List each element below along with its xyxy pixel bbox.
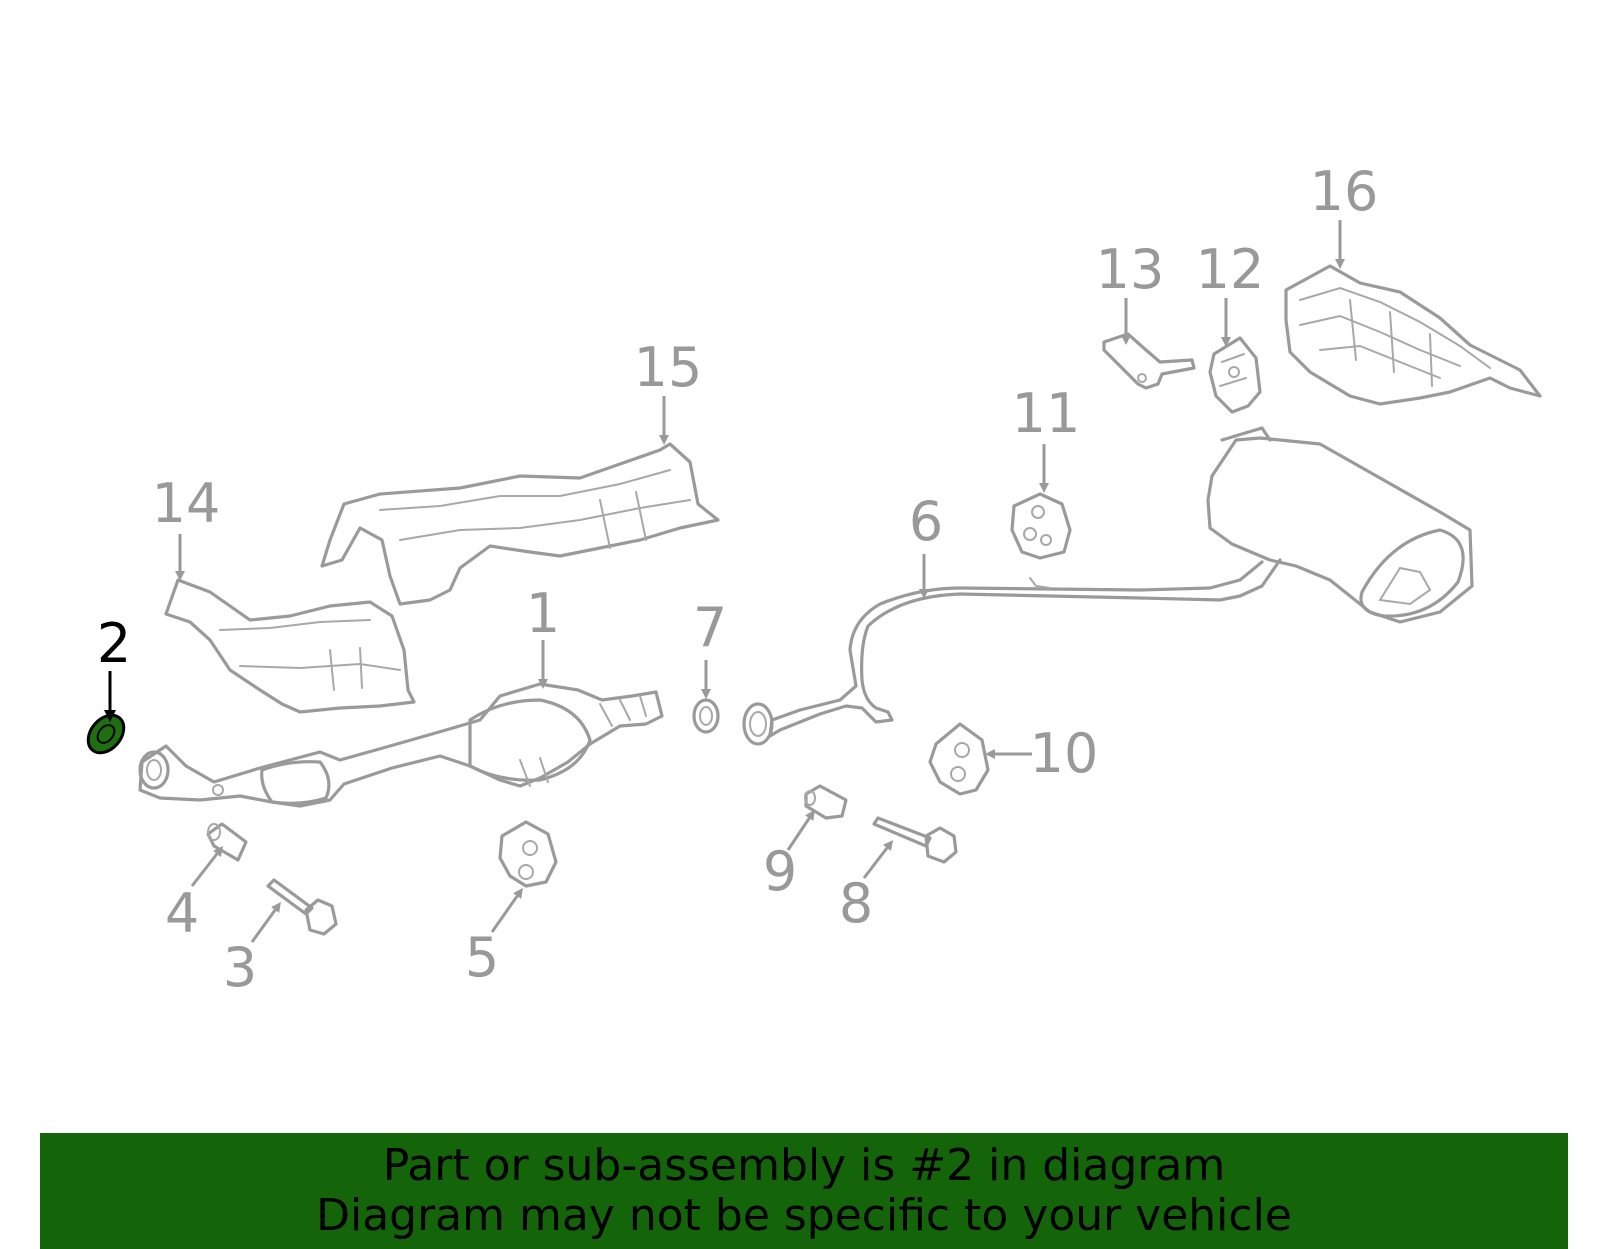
part-1-exhaust-pipe-converter[interactable] — [138, 682, 664, 808]
callout-15: 15 — [634, 336, 703, 399]
leader-lines — [104, 220, 1345, 943]
callout-6: 6 — [909, 490, 943, 553]
callout-4: 4 — [165, 882, 199, 945]
part-16-rear-heat-insulator[interactable] — [1284, 264, 1542, 406]
callout-labels: 1 2 3 4 5 6 7 8 9 10 11 12 13 14 15 16 — [97, 160, 1379, 999]
part-11-hanger-insulator[interactable] — [1010, 492, 1072, 560]
callout-9: 9 — [763, 840, 797, 903]
callout-5: 5 — [465, 926, 499, 989]
callout-2: 2 — [97, 612, 131, 675]
callout-3: 3 — [223, 936, 257, 999]
callout-7: 7 — [693, 596, 727, 659]
part-9-nut[interactable] — [804, 784, 848, 820]
callout-13: 13 — [1096, 238, 1165, 301]
part-10-hanger-insulator[interactable] — [928, 722, 990, 796]
callout-16: 16 — [1310, 160, 1379, 223]
callout-12: 12 — [1196, 238, 1265, 301]
part-7-gasket[interactable] — [692, 698, 720, 734]
part-13-hanger-bracket[interactable] — [1102, 332, 1196, 390]
part-3-bolt[interactable] — [266, 878, 338, 936]
part-5-hanger-insulator[interactable] — [498, 820, 558, 888]
part-12-hanger-insulator[interactable] — [1208, 336, 1262, 414]
callout-10: 10 — [1030, 722, 1099, 785]
callout-14: 14 — [152, 472, 221, 535]
part-2-gasket-highlighted[interactable] — [81, 708, 131, 759]
banner-line-part: Part or sub-assembly is #2 in diagram — [382, 1140, 1226, 1191]
part-15-front-heat-insulator[interactable] — [320, 442, 720, 606]
callout-8: 8 — [839, 872, 873, 935]
banner-line-disclaimer: Diagram may not be specific to your vehi… — [316, 1190, 1292, 1241]
info-banner: Part or sub-assembly is #2 in diagram Di… — [40, 1133, 1568, 1249]
part-4-nut[interactable] — [206, 822, 248, 862]
part-14-heat-insulator[interactable] — [164, 578, 416, 714]
callout-1: 1 — [526, 582, 560, 645]
callout-11: 11 — [1012, 382, 1081, 445]
part-8-bolt[interactable] — [872, 816, 958, 864]
part-6-tail-pipe-muffler[interactable] — [742, 426, 1474, 746]
